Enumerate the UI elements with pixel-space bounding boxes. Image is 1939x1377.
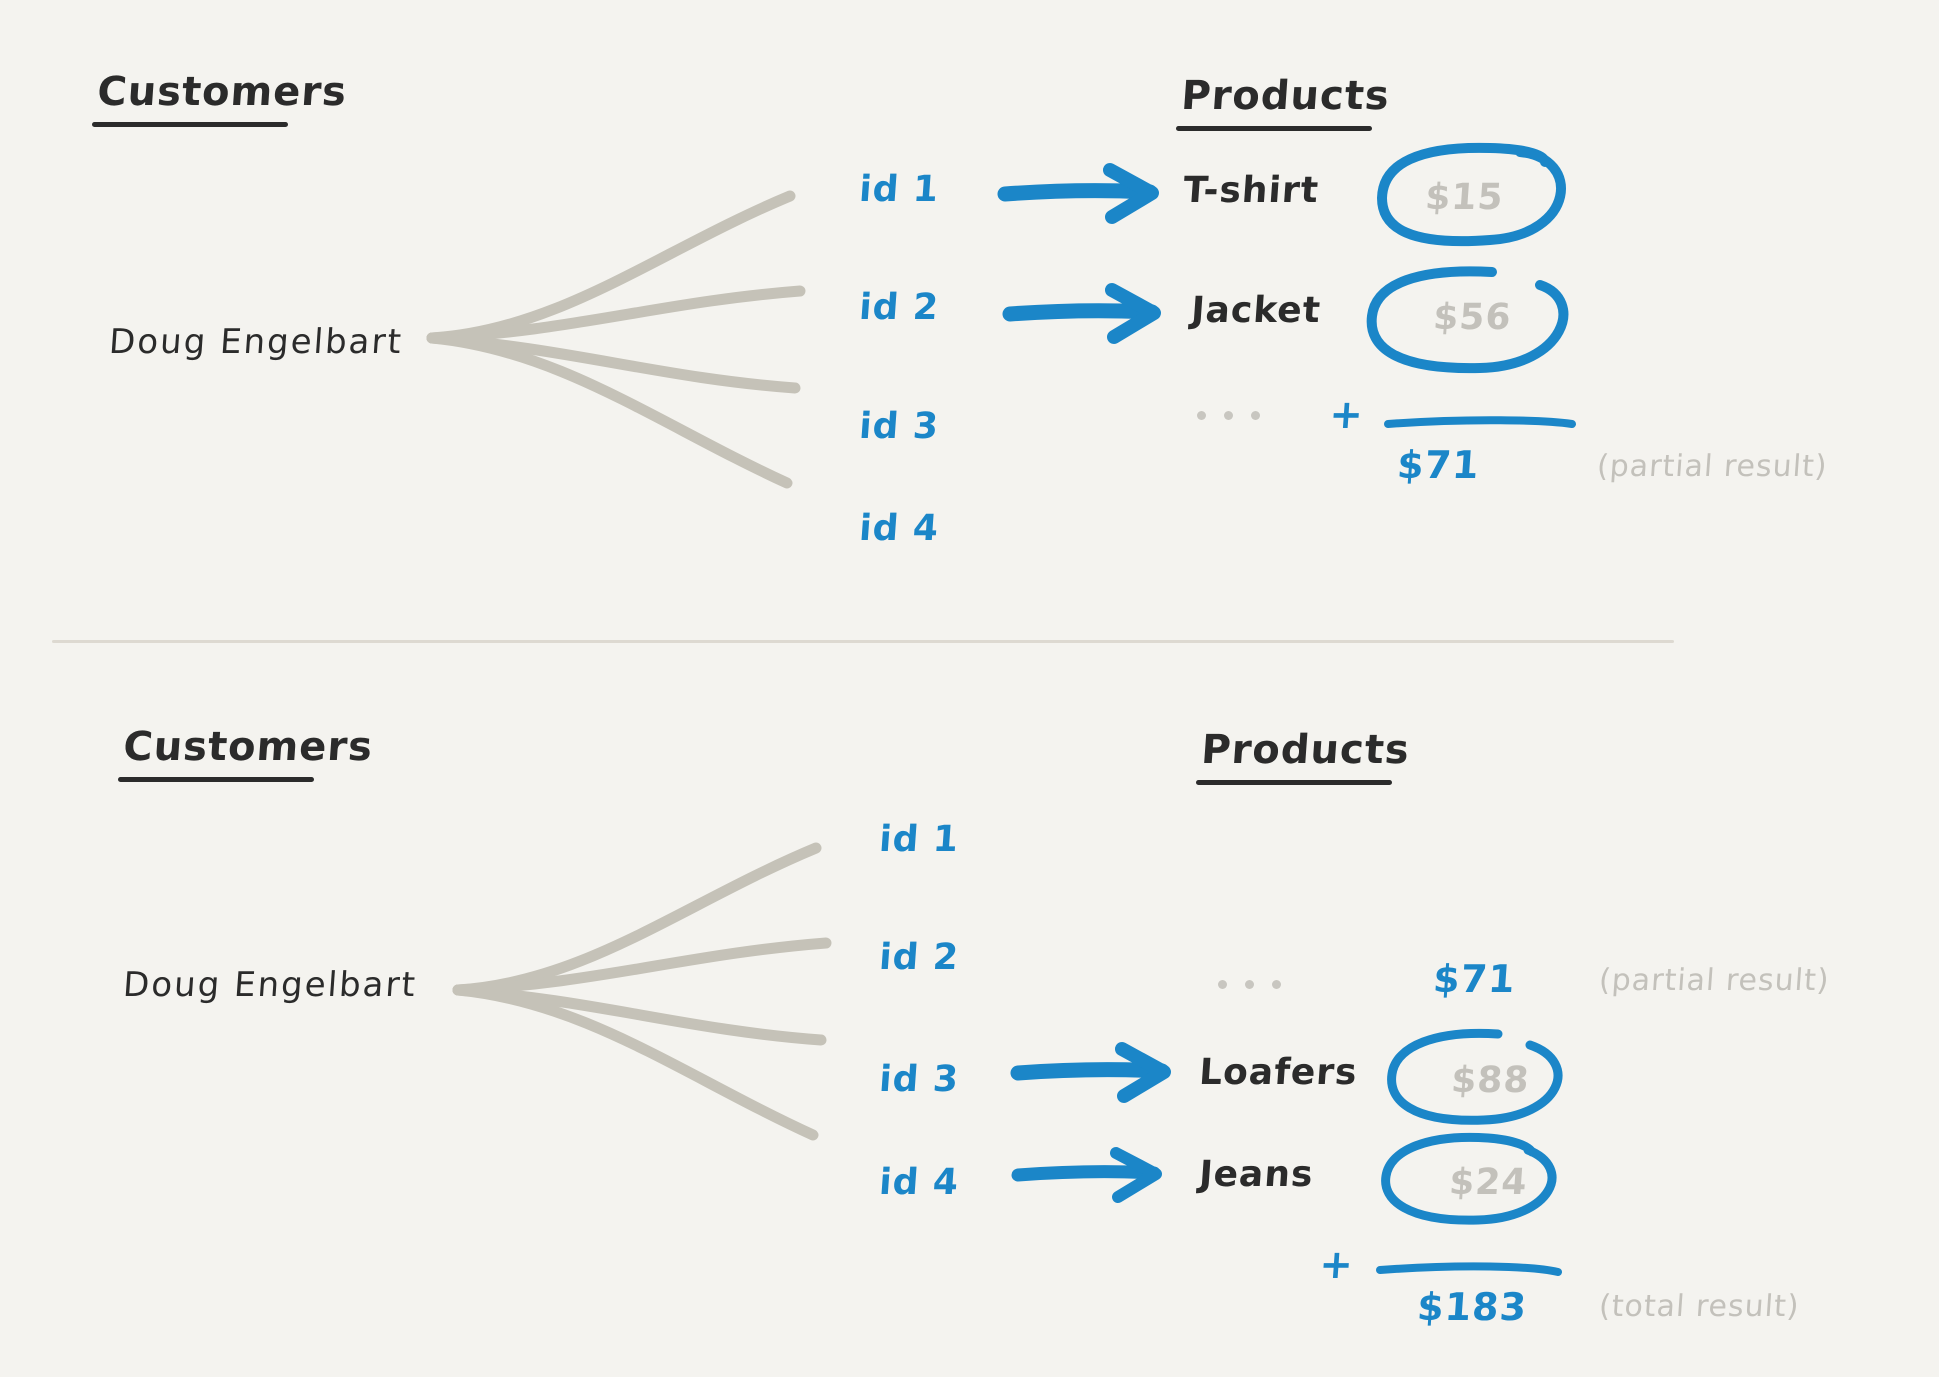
- branch-line-icon: [452, 937, 832, 996]
- branch-line-icon: [426, 332, 793, 489]
- panel-top-customers-underline: [92, 122, 288, 127]
- arrow-right-icon: [1010, 1042, 1171, 1103]
- panel-top-ellipsis: [1197, 411, 1260, 420]
- branch-line-icon: [426, 285, 806, 344]
- arrow-right-icon: [997, 163, 1159, 224]
- ellipse-highlight-icon: [1381, 1132, 1557, 1225]
- ellipse-highlight-icon: [1376, 142, 1566, 247]
- panel-bottom-sum-note: (total result): [1597, 1289, 1801, 1324]
- panel-bottom-ellipsis: [1218, 980, 1281, 989]
- panel-bottom-products-underline: [1196, 780, 1392, 785]
- branch-line-icon: [452, 984, 819, 1141]
- ellipse-highlight-icon: [1366, 266, 1569, 374]
- panel-divider: [52, 640, 1674, 643]
- arrow-right-icon: [1011, 1147, 1162, 1203]
- panel-bottom-customers-underline: [118, 777, 314, 782]
- panel-top-products-underline: [1176, 126, 1372, 131]
- arrow-right-icon: [1002, 283, 1161, 344]
- panel-bottom-sum-value: $183: [1415, 1285, 1529, 1329]
- ellipse-highlight-icon: [1387, 1028, 1563, 1125]
